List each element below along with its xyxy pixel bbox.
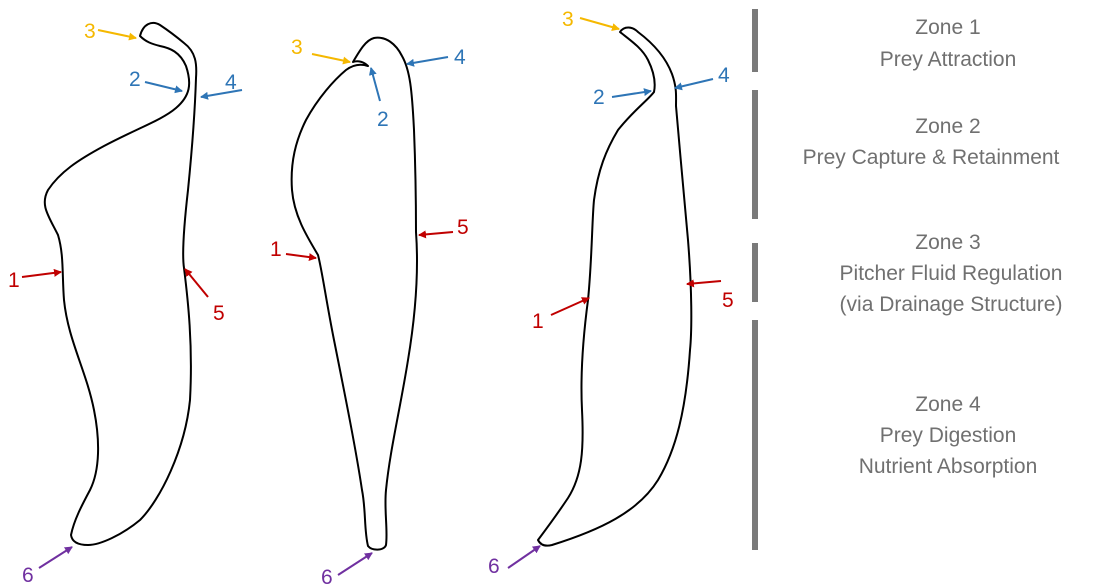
pitcher-3: 3 2 4 1 5 6 xyxy=(488,8,734,578)
pitcher-2-arrow-5 xyxy=(418,230,454,239)
pitcher-2-arrow-6 xyxy=(337,552,373,576)
pitcher-2-outline xyxy=(290,36,419,551)
zone-4-bar xyxy=(752,320,758,550)
pitcher-2-arrow-2 xyxy=(368,67,381,102)
pitcher-3-arrow-5 xyxy=(686,279,722,288)
pitcher-2-label-3: 3 xyxy=(291,36,303,59)
pitcher-2-arrow-1 xyxy=(285,253,317,262)
zone-3-bar xyxy=(752,243,758,302)
pitcher-1: 3 2 4 1 5 6 xyxy=(8,20,243,587)
pitcher-1-label-5: 5 xyxy=(213,302,225,325)
pitcher-1-arrow-5 xyxy=(184,268,209,298)
zone-bars xyxy=(752,9,758,550)
pitcher-3-outline xyxy=(537,26,693,547)
pitcher-2: 3 2 4 1 5 6 xyxy=(270,36,469,588)
zone-labels: Zone 1 Prey Attraction Zone 2 Prey Captu… xyxy=(803,16,1063,478)
zone-4-line-1: Prey Digestion xyxy=(880,424,1017,447)
zone-1-bar xyxy=(752,9,758,72)
pitcher-3-label-5: 5 xyxy=(722,289,734,312)
pitcher-1-label-4: 4 xyxy=(225,71,237,94)
pitcher-3-label-2: 2 xyxy=(593,86,605,109)
pitcher-2-label-6: 6 xyxy=(321,566,333,588)
pitcher-1-arrow-3 xyxy=(97,29,137,41)
pitcher-1-label-3: 3 xyxy=(84,20,96,43)
pitcher-1-arrow-1 xyxy=(21,268,62,278)
pitcher-2-label-1: 1 xyxy=(270,238,282,261)
pitcher-2-label-5: 5 xyxy=(457,216,469,239)
pitcher-1-label-1: 1 xyxy=(8,269,20,292)
pitcher-2-arrow-3 xyxy=(311,53,351,65)
pitcher-2-arrow-4 xyxy=(406,56,449,67)
zone-4-line-2: Nutrient Absorption xyxy=(859,455,1038,478)
pitcher-3-label-3: 3 xyxy=(562,8,574,31)
zone-2-title: Zone 2 xyxy=(915,115,980,138)
pitcher-1-arrow-4 xyxy=(200,89,243,100)
zone-1-line-1: Prey Attraction xyxy=(880,48,1017,71)
zone-1-title: Zone 1 xyxy=(915,16,980,39)
zone-3-line-1: Pitcher Fluid Regulation xyxy=(840,262,1063,285)
zone-2-line-1: Prey Capture & Retainment xyxy=(803,146,1060,169)
zone-3-title: Zone 3 xyxy=(915,231,980,254)
pitcher-3-arrow-4 xyxy=(674,78,714,91)
pitcher-3-arrow-1 xyxy=(550,297,590,316)
zone-3-line-2: (via Drainage Structure) xyxy=(840,293,1063,316)
pitcher-3-label-4: 4 xyxy=(718,64,730,87)
pitcher-1-outline xyxy=(43,21,198,546)
pitcher-3-arrow-2 xyxy=(611,88,652,98)
zone-2-bar xyxy=(752,90,758,219)
pitcher-3-label-6: 6 xyxy=(488,555,500,578)
pitcher-1-arrow-2 xyxy=(144,81,183,94)
pitcher-2-label-2: 2 xyxy=(377,108,389,131)
pitcher-3-arrow-3 xyxy=(579,17,620,31)
pitcher-3-arrow-6 xyxy=(507,545,541,569)
pitcher-1-label-2: 2 xyxy=(129,68,141,91)
pitcher-1-arrow-6 xyxy=(38,546,73,569)
pitcher-3-label-1: 1 xyxy=(532,310,544,333)
pitcher-1-label-6: 6 xyxy=(22,564,34,587)
zone-4-title: Zone 4 xyxy=(915,393,981,416)
pitcher-2-label-4: 4 xyxy=(454,46,466,69)
